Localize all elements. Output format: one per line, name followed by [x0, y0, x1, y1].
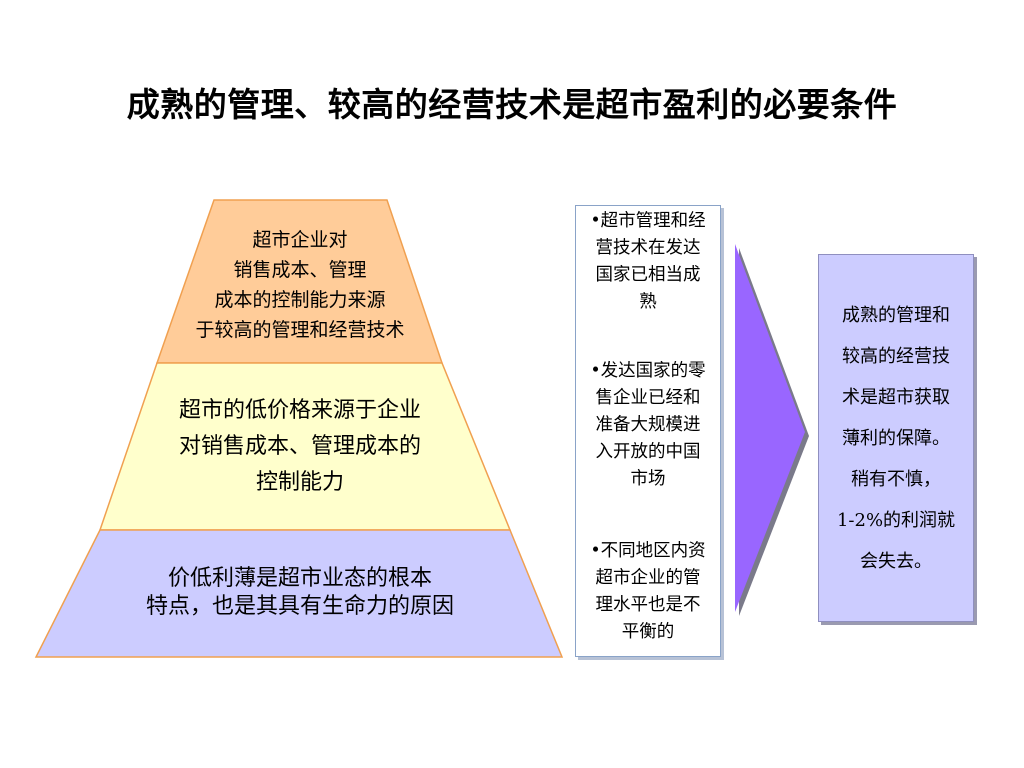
conclusion-line: 会失去。: [860, 550, 932, 572]
middle-bullet-item: •发达国家的零 售企业已经和 准备大规模进 入开放的中国 市场: [578, 358, 718, 493]
tier-bottom-line: 价低利薄是超市业态的根本: [167, 566, 432, 591]
tier-top-line: 超市企业对: [252, 228, 348, 251]
pyramid-tier-middle-text: 超市的低价格来源于企业 对销售成本、管理成本的 控制能力: [130, 392, 470, 502]
bullet-line: 市场: [630, 469, 666, 489]
bullet-line: 准备大规模进: [595, 415, 701, 435]
conclusion-line: 薄利的保障。: [842, 427, 950, 449]
middle-text-box: •超市管理和经 营技术在发达 国家已相当成 熟 •发达国家的零 售企业已经和 准…: [575, 205, 721, 657]
bullet-line: 入开放的中国: [595, 442, 701, 462]
bullet-line: 营技术在发达: [595, 238, 701, 258]
conclusion-line: 成熟的管理和: [842, 304, 950, 326]
bullet-line: 售企业已经和: [595, 388, 701, 408]
tier-middle-line: 对销售成本、管理成本的: [178, 434, 421, 459]
bullet-line: 国家已相当成: [595, 265, 701, 285]
middle-bullet-item: •超市管理和经 营技术在发达 国家已相当成 熟: [578, 208, 718, 316]
middle-bullet-item: •不同地区内资 超市企业的管 理水平也是不 平衡的: [578, 538, 718, 646]
pyramid-tier-top-text: 超市企业对 销售成本、管理 成本的控制能力来源 于较高的管理和经营技术: [160, 222, 440, 347]
conclusion-line: 稍有不慎，: [851, 468, 941, 490]
conclusion-box: 成熟的管理和 较高的经营技 术是超市获取 薄利的保障。 稍有不慎， 1-2%的利…: [818, 254, 974, 622]
pyramid-diagram: [34, 199, 564, 658]
tier-top-line: 销售成本、管理: [233, 258, 367, 281]
conclusion-line: 较高的经营技: [842, 345, 950, 367]
bullet-line: 熟: [639, 292, 657, 312]
bullet-line: 平衡的: [621, 622, 675, 642]
pyramid-tier-bottom-text: 价低利薄是超市业态的根本 特点，也是其具有生命力的原因: [80, 560, 520, 626]
bullet-line: 理水平也是不: [595, 595, 701, 615]
conclusion-line: 术是超市获取: [842, 386, 950, 408]
bullet-line: 超市企业的管: [595, 568, 701, 588]
tier-middle-line: 超市的低价格来源于企业: [178, 398, 421, 423]
pyramid-tier-bottom-shape: [34, 529, 564, 658]
bullet-line: •超市管理和经: [590, 211, 706, 231]
bullet-line: •发达国家的零: [590, 361, 706, 381]
chevron-arrow-icon: [735, 244, 809, 616]
tier-bottom-line: 特点，也是其具有生命力的原因: [145, 594, 454, 619]
tier-top-line: 于较高的管理和经营技术: [195, 318, 405, 341]
tier-middle-line: 控制能力: [255, 470, 344, 495]
arrow-shape: [735, 244, 805, 612]
tier-top-line: 成本的控制能力来源: [214, 288, 386, 311]
slide-title: 成熟的管理、较高的经营技术是超市盈利的必要条件: [126, 85, 898, 124]
conclusion-line: 1-2%的利润就: [836, 509, 956, 531]
bullet-line: •不同地区内资: [590, 541, 706, 561]
